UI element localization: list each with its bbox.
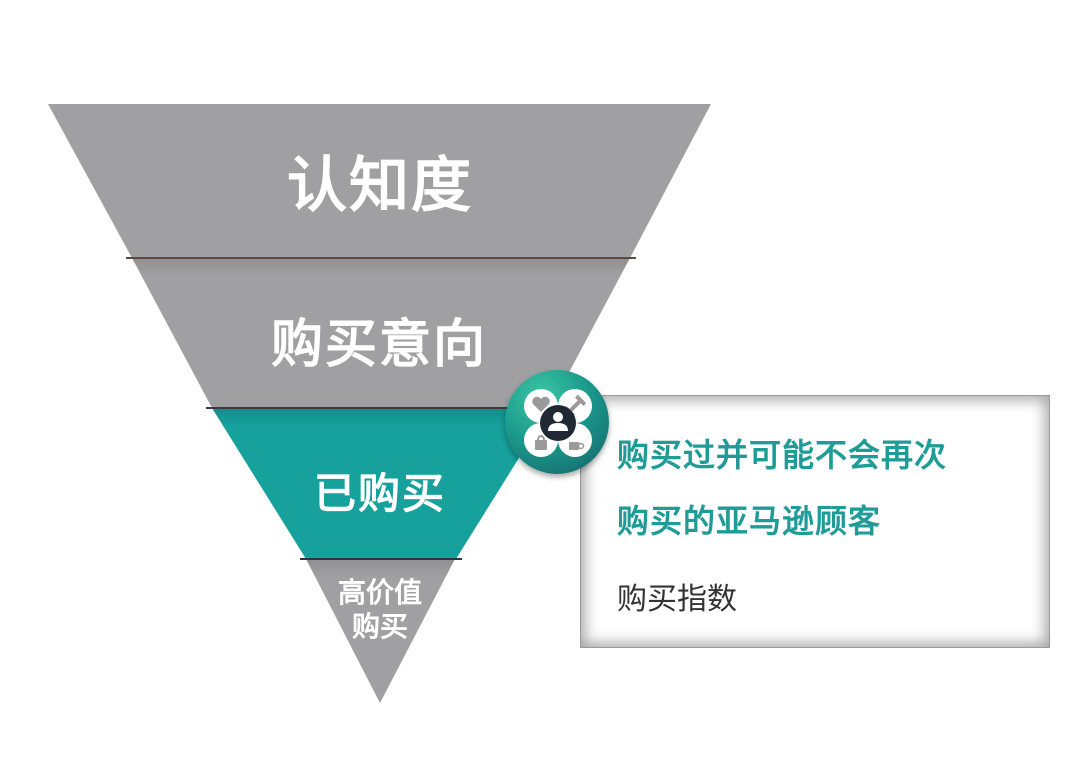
stage-label-high-value-line1: 高价值	[337, 576, 423, 609]
stage-label-high-value: 高价值 购买	[338, 576, 422, 644]
customer-segments-icon	[505, 370, 609, 474]
stage-label-intent: 购买意向	[270, 315, 488, 375]
funnel-stage-purchased	[212, 408, 550, 559]
callout-card: 购买过并可能不会再次 购买的亚马逊顾客 购买指数	[580, 395, 1050, 648]
callout-subtitle: 购买指数	[617, 582, 737, 617]
funnel-stage-high-value	[306, 559, 455, 703]
stage-label-purchased: 已购买	[313, 469, 447, 518]
callout-title-line2: 购买的亚马逊顾客	[617, 502, 882, 540]
user-icon	[548, 412, 568, 431]
callout-title-line1: 购买过并可能不会再次	[617, 436, 948, 474]
stage-label-high-value-line2: 购买	[351, 610, 409, 643]
shopping-bag-icon	[535, 435, 547, 450]
stage-label-awareness: 认知度	[287, 151, 473, 221]
heart-icon	[532, 396, 550, 412]
funnel-stage-awareness	[48, 104, 711, 258]
callout-title: 购买过并可能不会再次 购买的亚马逊顾客	[617, 422, 947, 554]
coffee-cup-icon	[569, 442, 585, 450]
funnel-stage-intent	[132, 258, 630, 408]
